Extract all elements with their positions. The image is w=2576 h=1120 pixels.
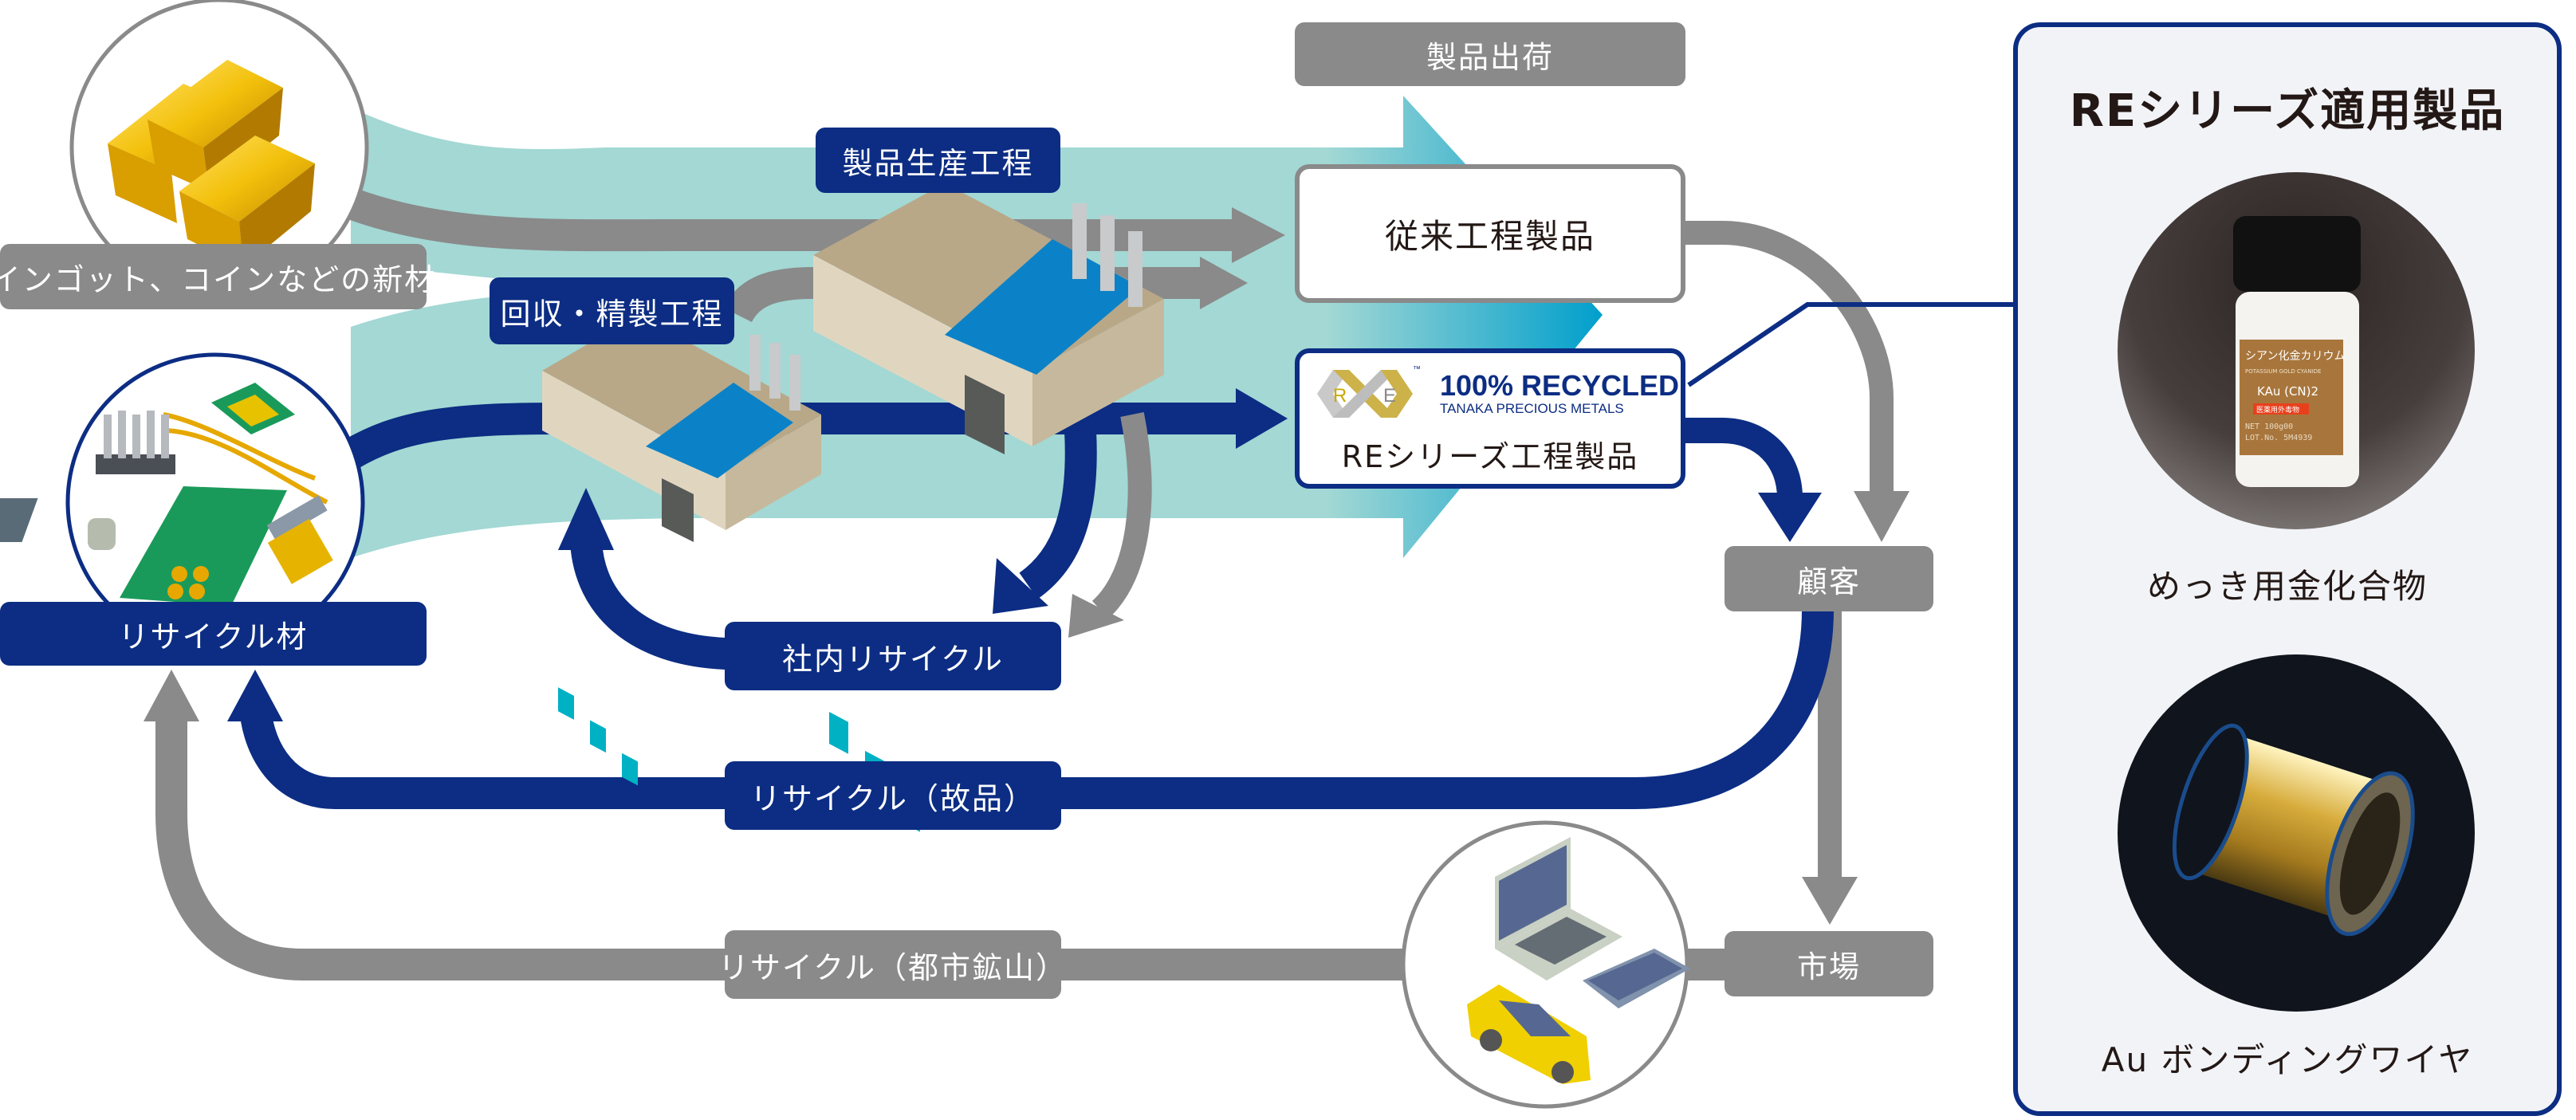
bottle-illustration: シアン化金カリウム POTASSIUM GOLD CYANIDE KAu (CN… [2233, 216, 2361, 487]
production-process-label: 製品生産工程 [816, 128, 1060, 193]
panel-connector-line [1687, 302, 2013, 387]
arrow-head-recycled-gray [144, 670, 199, 721]
arrow-head-customer-navy [1758, 493, 1822, 542]
re-logo-mark-icon: R E ™ [1316, 365, 1421, 418]
arrow-head-internal-navy [993, 558, 1048, 614]
bottle-lot: LOT.No. 5M4939 [2245, 434, 2312, 442]
arrow-conventional-to-customer [1685, 221, 1894, 494]
arrow-new-to-conventional [344, 188, 1240, 252]
refining-factory-icon [542, 315, 821, 786]
bottle-formula: KAu (CN)2 [2257, 384, 2318, 399]
production-factory-icon [813, 183, 1164, 832]
arrow-recycled-to-re [342, 403, 1244, 469]
re-logo-tm: ™ [1413, 365, 1421, 374]
re-brand-text: 100% RECYCLED TANAKA PRECIOUS METALS [1439, 368, 1680, 417]
gold-compound-caption: めっき用金化合物 [2146, 567, 2428, 606]
gold-ingots-icon [108, 60, 315, 267]
bottle-warning: 医薬用外毒物 [2256, 405, 2299, 415]
re-recycled-logo: R E ™ 100% RECYCLED TANAKA PRECIOUS META… [1301, 362, 1679, 426]
internal-recycle-label: 社内リサイクル [725, 622, 1061, 690]
arrow-re-to-customer [1685, 418, 1803, 499]
new-material-label: インゴット、コインなどの新材 [0, 244, 435, 309]
defective-recycle-label: リサイクル（故品） [725, 761, 1061, 830]
re-brand-subline: TANAKA PRECIOUS METALS [1439, 400, 1624, 416]
customer-node: 顧客 [1725, 546, 1933, 611]
arrow-customer-to-recycled-navy [239, 609, 1834, 809]
arrow-production-to-internal-navy [1018, 430, 1097, 599]
arrow-market-to-recycled-gray [155, 717, 1730, 980]
arrow-internal-to-refining [570, 540, 727, 670]
arrow-head-internal-gray [1068, 594, 1124, 638]
recycled-material-label: リサイクル材 [0, 602, 427, 666]
arrow-head-refining [558, 488, 614, 550]
market-node: 市場 [1725, 931, 1933, 996]
bottle-net: NET 100g00 [2245, 422, 2293, 431]
conventional-product-label: 従来工程製品 [1384, 216, 1595, 256]
re-series-product-label: REシリーズ工程製品 [1341, 438, 1639, 474]
urban-mine-recycle-label: リサイクル（都市鉱山） [718, 930, 1066, 999]
arrow-head-conventional [1232, 207, 1285, 263]
arrow-head-customer-gray [1854, 491, 1909, 542]
gold-compound-bottle-photo: シアン化金カリウム POTASSIUM GOLD CYANIDE KAu (CN… [2118, 172, 2475, 529]
electronic-parts-icon [0, 383, 333, 606]
bonding-wire-caption: Au ボンディングワイヤ [2101, 1040, 2474, 1079]
re-series-product-box: R E ™ 100% RECYCLED TANAKA PRECIOUS META… [1295, 348, 1685, 489]
re-logo-letter-e: E [1383, 385, 1396, 407]
panel-title: REシリーズ適用製品 [2069, 85, 2506, 137]
arrow-refining-to-production [723, 267, 1208, 323]
arrow-head-production [1200, 257, 1248, 309]
bonding-wire-spool-photo [2118, 654, 2475, 1012]
conventional-product-box: 従来工程製品 [1295, 164, 1685, 303]
spool-illustration [2172, 723, 2415, 937]
laptop-phone-car-icon [1467, 837, 1690, 1084]
arrow-production-to-internal-gray [1091, 412, 1152, 619]
refining-process-label: 回収・精製工程 [490, 277, 734, 344]
re-series-products-panel: REシリーズ適用製品 シアン化金カリウム POTASSIUM GOLD CYAN… [2013, 22, 2562, 1116]
re-brand-headline: 100% RECYCLED [1439, 368, 1680, 402]
arrow-head-market [1802, 877, 1858, 925]
arrow-head-re [1236, 388, 1288, 449]
bottle-name-en: POTASSIUM GOLD CYANIDE [2245, 368, 2321, 375]
re-logo-letter-r: R [1333, 385, 1347, 407]
bottle-name-jp: シアン化金カリウム [2245, 350, 2345, 363]
shipment-label: 製品出荷 [1295, 22, 1685, 86]
arrow-head-recycled-navy [227, 670, 283, 721]
